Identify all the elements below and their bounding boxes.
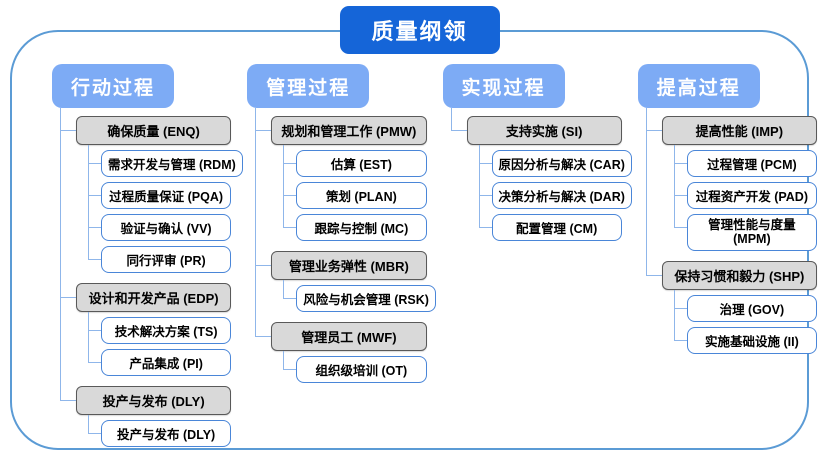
leaf-node-dly: 投产与发布 (DLY) xyxy=(101,420,232,447)
group-mwf: 管理员工 (MWF) 组织级培训 (OT) xyxy=(255,314,427,385)
leaf-node-ii: 实施基础设施 (II) xyxy=(686,326,817,354)
group-shp: 保持习惯和毅力 (SHP) 治理 (GOV) 实施基础设施 (II) xyxy=(645,252,817,356)
tree-child: 过程管理 (PCM) xyxy=(673,145,817,177)
leaf-node-vv: 验证与确认 (VV) xyxy=(101,214,232,241)
column-header-management: 管理过程 xyxy=(247,64,370,108)
group-dly: 投产与发布 (DLY) 投产与发布 (DLY) xyxy=(60,378,232,449)
group-children: 需求开发与管理 (RDM) 过程质量保证 (PQA) 验证与确认 (VV) 同行… xyxy=(88,145,243,275)
leaf-node-est: 估算 (EST) xyxy=(296,150,427,177)
process-column-realization: 实现过程 支持实施 (SI) 原因分析与解决 (CAR) 决策分析与解决 (DA… xyxy=(442,64,632,449)
column-groups: 提高性能 (IMP) 过程管理 (PCM) 过程资产开发 (PAD) 管理性能与… xyxy=(645,108,817,356)
tree-child: 技术解决方案 (TS) xyxy=(88,312,232,344)
leaf-node-ts: 技术解决方案 (TS) xyxy=(101,317,232,344)
group-node-mbr: 管理业务弹性 (MBR) xyxy=(271,251,427,280)
group-children: 投产与发布 (DLY) xyxy=(88,415,232,449)
column-header-improvement: 提高过程 xyxy=(637,64,760,108)
leaf-node-pqa: 过程质量保证 (PQA) xyxy=(101,182,232,209)
tree-child: 实施基础设施 (II) xyxy=(673,321,817,354)
leaf-node-pi: 产品集成 (PI) xyxy=(101,349,232,376)
group-pmw: 规划和管理工作 (PMW) 估算 (EST) 策划 (PLAN) 跟踪与控制 (… xyxy=(255,108,427,243)
group-children: 过程管理 (PCM) 过程资产开发 (PAD) 管理性能与度量 (MPM) xyxy=(673,145,817,253)
process-column-action: 行动过程 确保质量 (ENQ) 需求开发与管理 (RDM) 过程质量保证 (PQ… xyxy=(52,64,243,449)
tree-child: 组织级培训 (OT) xyxy=(283,351,427,383)
group-children: 组织级培训 (OT) xyxy=(283,351,427,385)
group-si: 支持实施 (SI) 原因分析与解决 (CAR) 决策分析与解决 (DAR) 配置… xyxy=(450,108,632,243)
diagram-canvas: 行动过程 确保质量 (ENQ) 需求开发与管理 (RDM) 过程质量保证 (PQ… xyxy=(52,64,817,449)
leaf-node-rdm: 需求开发与管理 (RDM) xyxy=(101,150,243,177)
group-node-dly: 投产与发布 (DLY) xyxy=(76,386,232,415)
leaf-node-mc: 跟踪与控制 (MC) xyxy=(296,214,427,241)
leaf-node-pad: 过程资产开发 (PAD) xyxy=(686,182,817,209)
leaf-node-rsk: 风险与机会管理 (RSK) xyxy=(296,285,436,312)
tree-child: 过程质量保证 (PQA) xyxy=(88,177,232,209)
tree-child: 投产与发布 (DLY) xyxy=(88,415,232,447)
leaf-node-mpm: 管理性能与度量 (MPM) xyxy=(686,214,817,251)
column-groups: 规划和管理工作 (PMW) 估算 (EST) 策划 (PLAN) 跟踪与控制 (… xyxy=(255,108,436,385)
tree-child: 风险与机会管理 (RSK) xyxy=(283,280,436,312)
process-column-improvement: 提高过程 提高性能 (IMP) 过程管理 (PCM) 过程资产开发 (PAD) … xyxy=(637,64,817,449)
tree-child: 配置管理 (CM) xyxy=(478,209,622,241)
tree-child: 决策分析与解决 (DAR) xyxy=(478,177,632,209)
tree-child: 需求开发与管理 (RDM) xyxy=(88,145,243,177)
group-node-imp: 提高性能 (IMP) xyxy=(661,116,817,145)
group-children: 技术解决方案 (TS) 产品集成 (PI) xyxy=(88,312,232,378)
leaf-node-dar: 决策分析与解决 (DAR) xyxy=(491,182,632,209)
leaf-node-pcm: 过程管理 (PCM) xyxy=(686,150,817,177)
column-header-action: 行动过程 xyxy=(52,64,174,108)
group-node-pmw: 规划和管理工作 (PMW) xyxy=(271,116,427,145)
leaf-node-ot: 组织级培训 (OT) xyxy=(296,356,427,383)
leaf-node-plan: 策划 (PLAN) xyxy=(296,182,427,209)
group-imp: 提高性能 (IMP) 过程管理 (PCM) 过程资产开发 (PAD) 管理性能与… xyxy=(645,108,817,253)
group-node-enq: 确保质量 (ENQ) xyxy=(76,116,232,145)
tree-child: 产品集成 (PI) xyxy=(88,344,232,376)
tree-child: 过程资产开发 (PAD) xyxy=(673,177,817,209)
group-node-shp: 保持习惯和毅力 (SHP) xyxy=(661,260,817,290)
tree-child: 估算 (EST) xyxy=(283,145,427,177)
tree-child: 策划 (PLAN) xyxy=(283,177,427,209)
group-enq: 确保质量 (ENQ) 需求开发与管理 (RDM) 过程质量保证 (PQA) 验证… xyxy=(60,108,243,275)
group-edp: 设计和开发产品 (EDP) 技术解决方案 (TS) 产品集成 (PI) xyxy=(60,275,232,378)
group-node-si: 支持实施 (SI) xyxy=(466,116,622,145)
process-column-management: 管理过程 规划和管理工作 (PMW) 估算 (EST) 策划 (PLAN) 跟踪… xyxy=(247,64,436,449)
leaf-node-cm: 配置管理 (CM) xyxy=(491,214,622,241)
tree-child: 管理性能与度量 (MPM) xyxy=(673,209,817,251)
tree-child: 验证与确认 (VV) xyxy=(88,209,232,241)
tree-child: 治理 (GOV) xyxy=(673,289,817,322)
tree-child: 同行评审 (PR) xyxy=(88,241,232,273)
column-header-realization: 实现过程 xyxy=(442,64,565,108)
group-children: 原因分析与解决 (CAR) 决策分析与解决 (DAR) 配置管理 (CM) xyxy=(478,145,632,243)
leaf-node-pr: 同行评审 (PR) xyxy=(101,246,232,273)
tree-child: 原因分析与解决 (CAR) xyxy=(478,145,632,177)
column-groups: 支持实施 (SI) 原因分析与解决 (CAR) 决策分析与解决 (DAR) 配置… xyxy=(450,108,632,243)
group-node-mwf: 管理员工 (MWF) xyxy=(271,322,427,351)
group-children: 估算 (EST) 策划 (PLAN) 跟踪与控制 (MC) xyxy=(283,145,427,243)
column-groups: 确保质量 (ENQ) 需求开发与管理 (RDM) 过程质量保证 (PQA) 验证… xyxy=(60,108,243,449)
group-children: 治理 (GOV) 实施基础设施 (II) xyxy=(673,289,817,356)
leaf-node-car: 原因分析与解决 (CAR) xyxy=(491,150,632,177)
group-children: 风险与机会管理 (RSK) xyxy=(283,280,436,314)
group-node-edp: 设计和开发产品 (EDP) xyxy=(76,283,232,312)
group-mbr: 管理业务弹性 (MBR) 风险与机会管理 (RSK) xyxy=(255,243,436,314)
leaf-node-gov: 治理 (GOV) xyxy=(686,294,817,322)
diagram-title: 质量纲领 xyxy=(339,6,500,54)
tree-child: 跟踪与控制 (MC) xyxy=(283,209,427,241)
